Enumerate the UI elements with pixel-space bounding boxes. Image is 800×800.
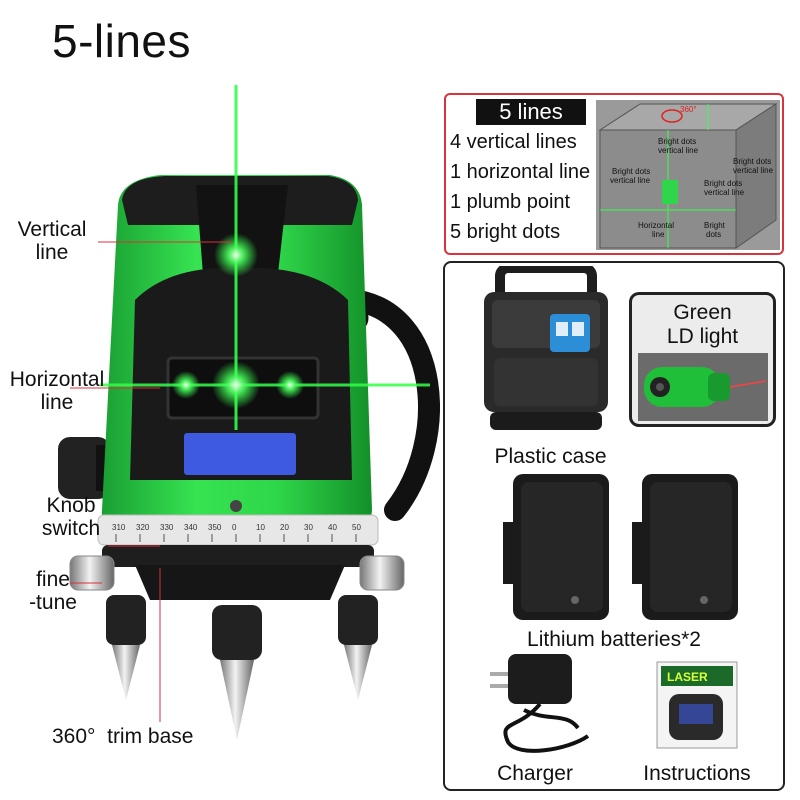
lcd-screen: [184, 433, 296, 475]
info-line-dots: 5 bright dots: [450, 221, 561, 243]
lithium-batteries-label: Lithium batteries*2: [527, 628, 701, 651]
green-ld-light-label: Green LD light: [666, 301, 739, 348]
trim-base: [102, 545, 374, 567]
info-line-vertical: 4 vertical lines: [450, 131, 577, 153]
dial-number: 340: [184, 523, 198, 532]
plastic-case-label: Plastic case: [494, 445, 607, 468]
five-lines-badge: 5 lines: [476, 99, 586, 125]
dial-number: 40: [328, 523, 337, 532]
ld-module-image: [638, 353, 768, 421]
info-line-plumb: 1 plumb point: [450, 191, 571, 213]
carry-handle: [341, 289, 440, 521]
fine-tune-label: fine -tune: [29, 568, 77, 614]
screw: [230, 500, 242, 512]
dial-number: 30: [304, 523, 313, 532]
plastic-case-image: [484, 266, 608, 430]
dial-number: 20: [280, 523, 289, 532]
green-ld-light-card: Green LD light: [629, 292, 776, 427]
cube-angle-label: 360°: [680, 105, 697, 114]
dial-number: 320: [136, 523, 150, 532]
page-title: 5-lines: [52, 15, 192, 67]
dial-number: 10: [256, 523, 265, 532]
dial-number: 50: [352, 523, 361, 532]
leg-right: [338, 595, 378, 700]
vertical-line-label: Vertical line: [17, 218, 87, 264]
instructions-image: LASER: [656, 661, 738, 749]
battery-image-2: [632, 474, 738, 620]
dial-number: 330: [160, 523, 174, 532]
charger-label: Charger: [497, 762, 573, 785]
dial-number: 350: [208, 523, 222, 532]
dial-number: 0: [232, 523, 237, 532]
leg-center: [212, 605, 262, 740]
battery-image-1: [503, 474, 609, 620]
fine-tune-right: [359, 555, 405, 591]
leg-left: [106, 595, 146, 700]
charger-image: [490, 654, 590, 753]
fine-tune-left: [69, 555, 115, 591]
trim-base-label: 360° trim base: [52, 725, 194, 748]
knob-switch-label: Knob switch: [41, 494, 101, 540]
manual-cover-text: LASER: [667, 670, 708, 684]
instructions-label: Instructions: [643, 762, 751, 785]
dial-number: 310: [112, 523, 126, 532]
laser-level-illustration: 310 320 330 340 350 0 10 20 30 40 50: [58, 85, 440, 740]
horizontal-line-label: Horizontal line: [9, 368, 105, 414]
info-line-horizontal: 1 horizontal line: [450, 161, 591, 183]
